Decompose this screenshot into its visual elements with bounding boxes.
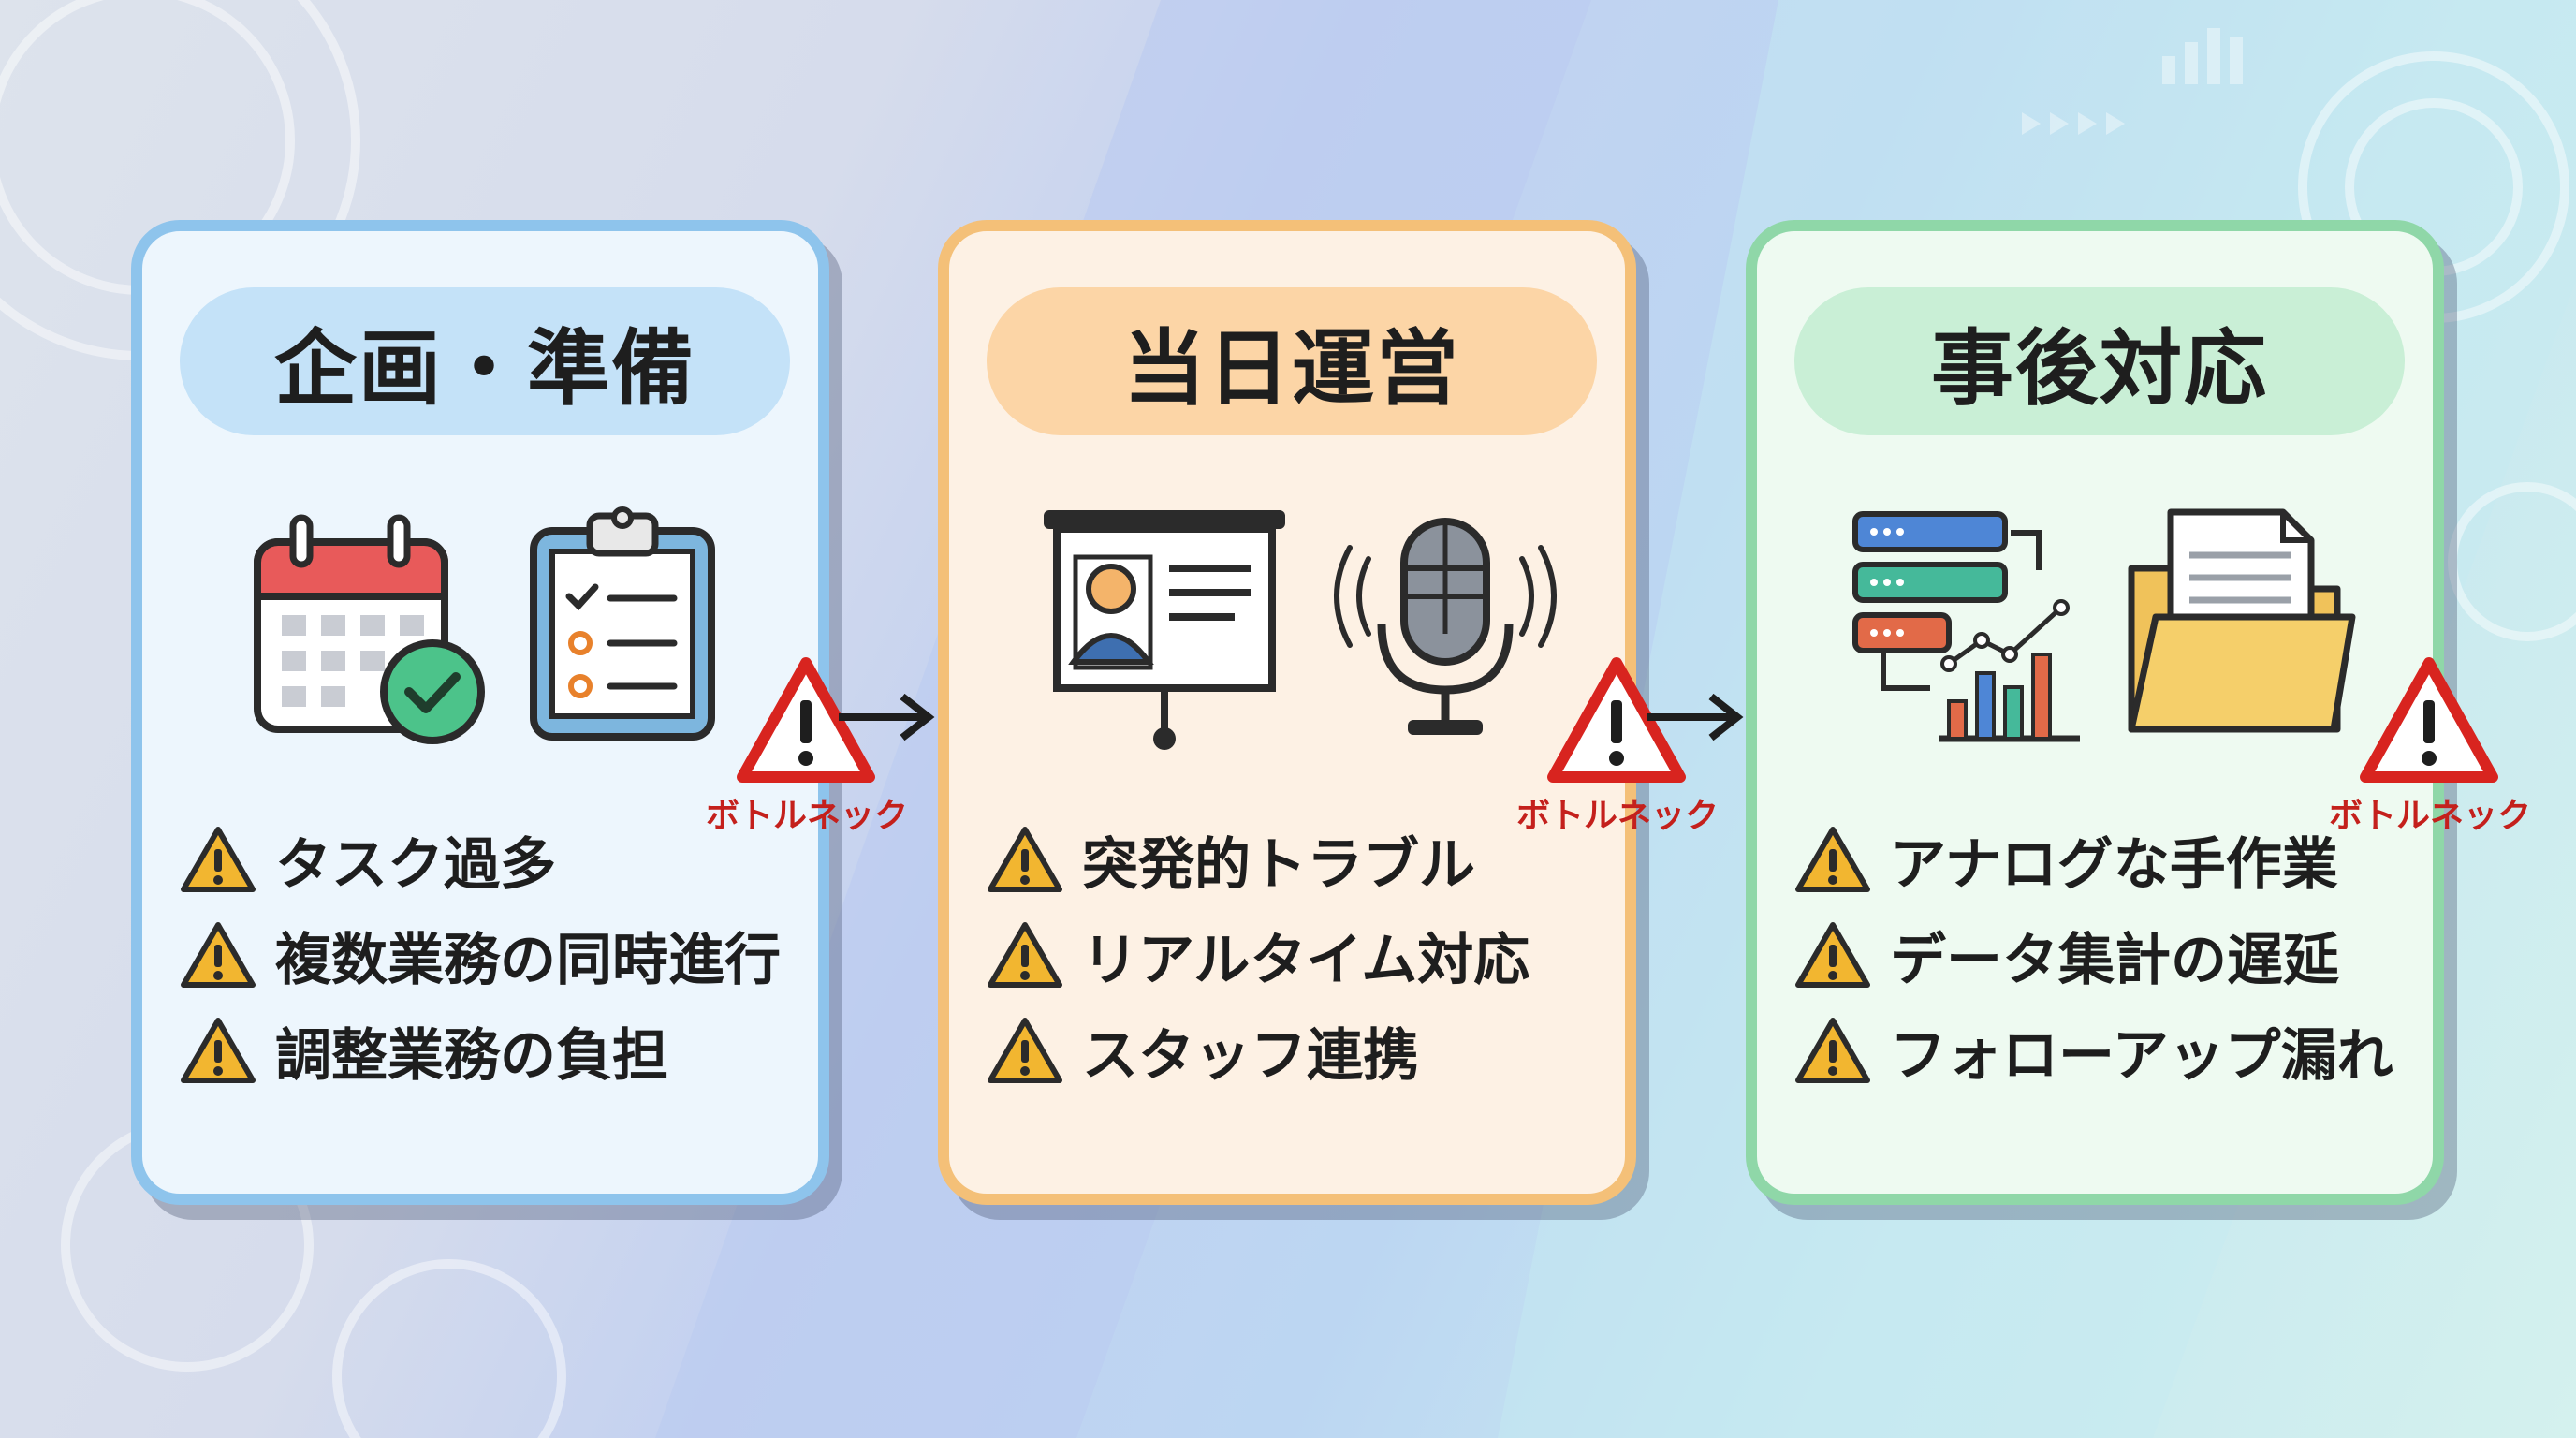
bottleneck-label: ボトルネック <box>705 797 908 835</box>
issue-text: 複数業務の同時進行 <box>275 927 781 993</box>
stage-title: 当日運営 <box>987 287 1597 435</box>
bottleneck-marker-1: ボトルネック <box>704 655 910 843</box>
arrow-right-icon <box>839 693 935 741</box>
list-item: アナログな手作業 <box>1794 812 2393 907</box>
warning-icon <box>1795 827 1870 892</box>
stage-title: 事後対応 <box>1794 287 2405 435</box>
warning-sign-icon <box>737 657 875 783</box>
calendar-check-icon <box>254 514 485 744</box>
list-item: リアルタイム対応 <box>987 907 1530 1003</box>
issue-list: アナログな手作業 データ集計の遅延 フォローアップ漏れ <box>1794 812 2393 1098</box>
warning-icon <box>1795 922 1870 988</box>
warning-sign-icon <box>2360 657 2498 783</box>
presentation-board-icon <box>1044 510 1285 750</box>
issue-list: 突発的トラブル リアルタイム対応 スタッフ連携 <box>987 812 1530 1098</box>
bottleneck-marker-2: ボトルネック <box>1515 655 1720 843</box>
issue-text: 突発的トラブル <box>1082 831 1475 898</box>
bottleneck-label: ボトルネック <box>1515 797 1719 835</box>
warning-icon <box>181 922 256 988</box>
stage-title: 企画・準備 <box>180 287 790 435</box>
issue-text: タスク過多 <box>275 831 556 898</box>
warning-icon <box>988 1018 1062 1083</box>
clipboard-checklist-icon <box>530 506 715 741</box>
issue-text: スタッフ連携 <box>1082 1022 1419 1089</box>
warning-icon <box>988 922 1062 988</box>
warning-icon <box>181 1018 256 1083</box>
issue-text: アナログな手作業 <box>1890 831 2338 898</box>
list-item: 突発的トラブル <box>987 812 1530 907</box>
warning-icon <box>988 827 1062 892</box>
list-item: フォローアップ漏れ <box>1794 1003 2393 1098</box>
issue-text: データ集計の遅延 <box>1890 927 2339 993</box>
issue-text: リアルタイム対応 <box>1082 927 1530 993</box>
stage-icons <box>949 493 1625 774</box>
folder-document-icon <box>2128 508 2356 733</box>
list-item: 複数業務の同時進行 <box>180 907 781 1003</box>
bottleneck-marker-3: ボトルネック <box>2327 655 2533 843</box>
bottleneck-label: ボトルネック <box>2328 797 2531 835</box>
stage-icons <box>1757 493 2433 774</box>
warning-icon <box>181 827 256 892</box>
warning-icon <box>1795 1018 1870 1083</box>
stage-panel-followup: 事後対応 アナログな手作業 <box>1746 220 2444 1205</box>
stage-panel-planning: 企画・準備 <box>131 220 829 1205</box>
list-item: 調整業務の負担 <box>180 1003 781 1098</box>
arrow-right-icon <box>1647 693 1744 741</box>
issue-list: タスク過多 複数業務の同時進行 調整業務の負担 <box>180 812 781 1098</box>
issue-text: 調整業務の負担 <box>275 1022 668 1089</box>
list-item: タスク過多 <box>180 812 781 907</box>
stage-icons <box>142 493 818 774</box>
issue-text: フォローアップ漏れ <box>1890 1022 2393 1089</box>
stage-panel-operation: 当日運営 突 <box>938 220 1636 1205</box>
microphone-icon <box>1334 518 1557 735</box>
database-chart-icon <box>1852 511 2080 742</box>
list-item: スタッフ連携 <box>987 1003 1530 1098</box>
list-item: データ集計の遅延 <box>1794 907 2393 1003</box>
